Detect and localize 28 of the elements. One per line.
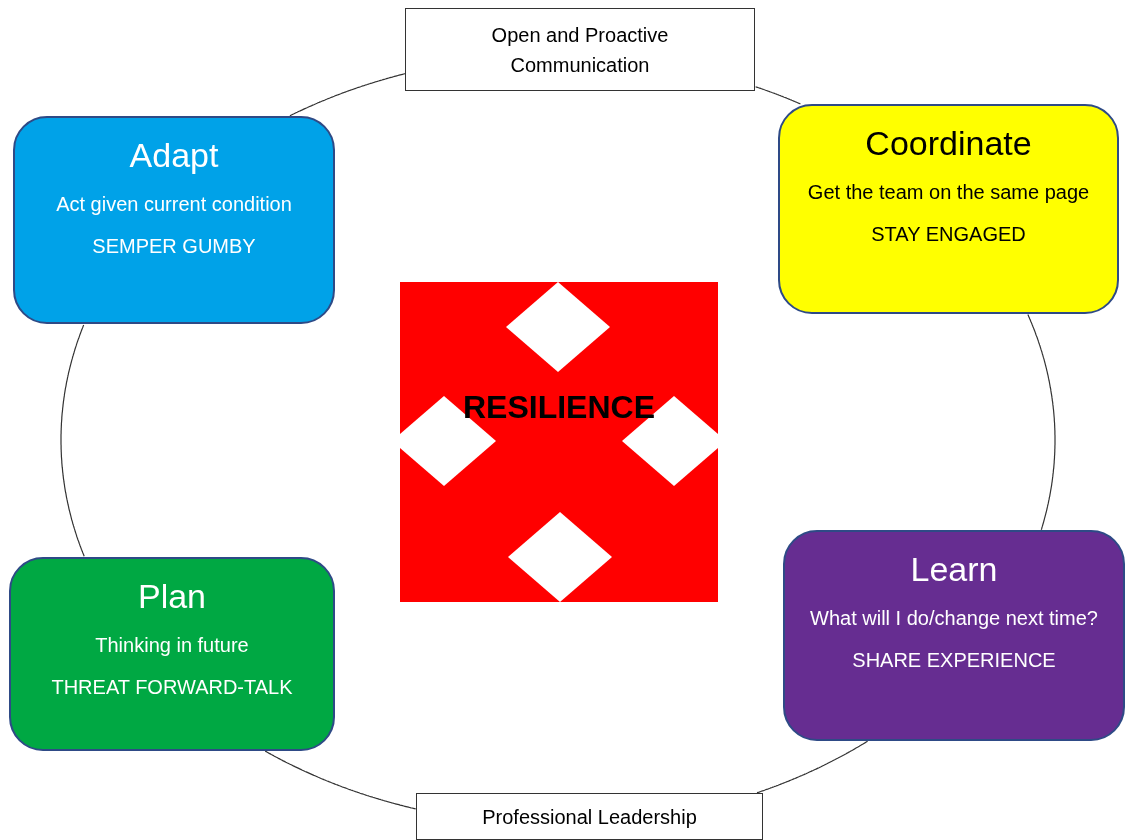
text-box xyxy=(405,8,755,91)
box-text: Professional Leadership xyxy=(482,804,697,830)
center-title: RESILIENCE xyxy=(463,388,655,426)
card-title: Learn xyxy=(910,550,998,589)
connector-line xyxy=(289,73,406,117)
card-title: Coordinate xyxy=(865,124,1032,163)
card-title: Adapt xyxy=(129,136,219,175)
card-text: Thinking in future xyxy=(95,633,249,658)
connector-line xyxy=(756,740,869,794)
text-box xyxy=(416,793,763,840)
connector-line xyxy=(1027,313,1056,531)
rounded-card xyxy=(9,557,335,751)
card-text: Get the team on the same page xyxy=(807,180,1090,205)
rounded-card xyxy=(778,104,1119,314)
card-text: Act given current condition xyxy=(56,192,292,217)
rounded-card xyxy=(13,116,335,324)
cross-shape xyxy=(400,282,718,602)
card-motto: SEMPER GUMBY xyxy=(92,235,256,258)
connector-line xyxy=(755,86,801,105)
card-motto: SHARE EXPERIENCE xyxy=(852,649,1056,672)
card-text: What will I do/change next time? xyxy=(810,606,1098,631)
card-motto: THREAT FORWARD-TALK xyxy=(51,676,293,699)
card-motto: STAY ENGAGED xyxy=(871,223,1026,246)
connector-line xyxy=(60,324,85,557)
card-title: Plan xyxy=(137,577,207,616)
rounded-card xyxy=(783,530,1125,741)
box-text: Open and Proactive Communication xyxy=(490,22,670,78)
connector-line xyxy=(264,750,417,810)
